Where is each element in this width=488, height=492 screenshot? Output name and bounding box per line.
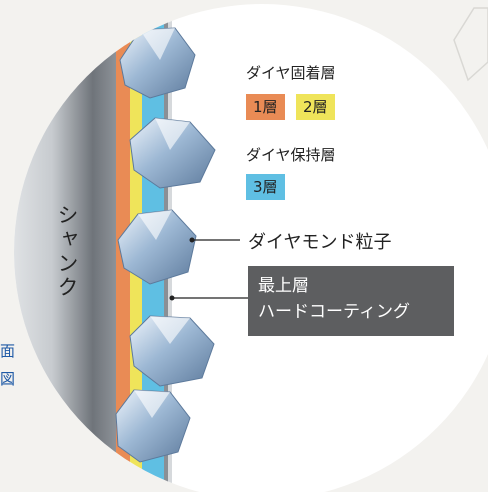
topcoat-callout: 最上層 ハードコーティング (248, 266, 454, 336)
diamond-particle (129, 315, 215, 387)
diamond-particle (115, 389, 191, 463)
topcoat-leader-dot (169, 295, 175, 301)
side-text-char-1: 面 (0, 342, 16, 360)
diamond-particle-label: ダイヤモンド粒子 (248, 232, 392, 253)
topcoat-title: 最上層 (258, 276, 309, 296)
side-text-char-2: 図 (0, 370, 16, 388)
diamond-leader-dot (189, 237, 195, 243)
decorative-outline (453, 7, 488, 82)
layer-1-chip: 1層 (246, 94, 285, 120)
topcoat-subtitle: ハードコーティング (258, 302, 410, 322)
layer-3-chip: 3層 (246, 174, 285, 200)
diamond-particle (129, 117, 216, 189)
diamond-holding-layer-label: ダイヤ保持層 (246, 146, 336, 164)
diamond-fixing-layer-label: ダイヤ固着層 (246, 64, 336, 82)
diamond-particle (117, 209, 197, 285)
shank-label: シャンク (55, 204, 79, 300)
layer-2-chip: 2層 (296, 94, 335, 120)
